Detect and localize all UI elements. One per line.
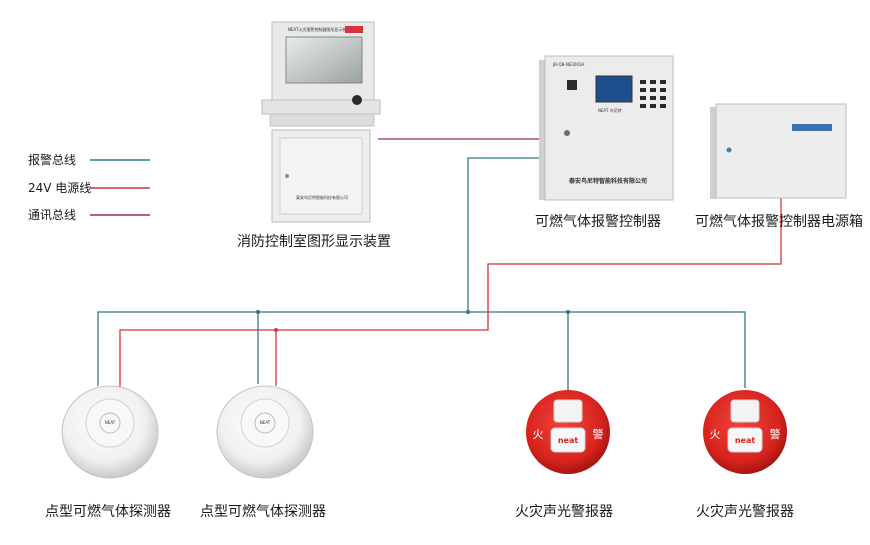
- keyboard-tray: [269, 113, 375, 127]
- alarm-char-right: 警: [770, 427, 781, 441]
- power-box-lock-icon: [726, 147, 732, 153]
- sound-light-alarm-2: 火 警 neat 火灾声光警报器: [696, 390, 794, 520]
- alarm-bus-trunk: [467, 157, 548, 312]
- alarm-label: 火灾声光警报器: [515, 503, 613, 520]
- power-box-housing: [715, 103, 847, 199]
- sound-light-alarm-1: 火 警 neat 火灾声光警报器: [515, 390, 613, 520]
- cabinet-door: [279, 137, 363, 215]
- alarm-bus-main: [97, 311, 746, 388]
- detector-brand-text: NEAT: [260, 420, 271, 425]
- controller-model-text: JB-QB-NE3003A: [552, 62, 585, 67]
- alarm-brand-text: neat: [558, 436, 579, 445]
- alarm-char-left: 火: [710, 428, 721, 441]
- alarm-char-right: 警: [593, 427, 604, 441]
- speaker-icon: [553, 399, 583, 423]
- controller-keypad: [640, 80, 666, 108]
- strobe-lens: [550, 427, 586, 453]
- gas-controller-label: 可燃气体报警控制器: [535, 213, 661, 230]
- legend-item-comm-bus: 通讯总线: [28, 208, 150, 222]
- power-box-side: [710, 107, 716, 199]
- power-line-main: [119, 198, 782, 388]
- legend-label: 24V 电源线: [28, 181, 91, 195]
- controller-side: [539, 60, 545, 200]
- console-desk: [261, 99, 381, 115]
- gas-alarm-controller: JB-QB-NE3003A NEAT 鸟尼特 泰安鸟尼特智能科技有限公司 可燃气…: [535, 55, 674, 230]
- junction-dot: [466, 310, 470, 314]
- legend-item-power-line: 24V 电源线: [28, 181, 150, 195]
- legend-label: 报警总线: [28, 152, 76, 167]
- alarm-brand-text: neat: [735, 436, 756, 445]
- controller-company-text: 泰安鸟尼特智能科技有限公司: [568, 177, 647, 185]
- joystick-icon: [352, 95, 362, 105]
- alarm-label: 火灾声光警报器: [696, 503, 794, 520]
- gas-detector-1: NEAT 点型可燃气体探测器: [45, 385, 171, 520]
- monitor-caption: NEAT火灾报警控制器图形显示装置: [288, 26, 350, 32]
- controller-lcd: [595, 75, 633, 103]
- legend-label: 通讯总线: [28, 208, 76, 222]
- wiring: [97, 138, 782, 390]
- detector-center: [240, 398, 290, 448]
- cabinet-company-text: 泰安鸟尼特智能科技有限公司: [296, 194, 348, 200]
- alarm-char-left: 火: [533, 428, 544, 441]
- controller-lock-icon: [564, 130, 570, 136]
- junction-dot: [256, 310, 260, 314]
- gas-detector-2: NEAT 点型可燃气体探测器: [200, 385, 326, 520]
- sensor-grille-icon: [99, 412, 121, 434]
- detector-label: 点型可燃气体探测器: [200, 503, 326, 520]
- graphic-display-console: NEAT火灾报警控制器图形显示装置 泰安鸟尼特智能科技有限公司 消防控制室图形显…: [237, 21, 391, 250]
- detector-label: 点型可燃气体探测器: [45, 503, 171, 520]
- door-lock-icon: [285, 174, 289, 178]
- strobe-lens: [727, 427, 763, 453]
- power-supply-box: 可燃气体报警控制器电源箱: [695, 103, 863, 230]
- legend: 报警总线 24V 电源线 通讯总线: [28, 152, 150, 222]
- legend-item-alarm-bus: 报警总线: [28, 152, 150, 167]
- graphic-display-label: 消防控制室图形显示装置: [237, 233, 391, 250]
- power-box-label: 可燃气体报警控制器电源箱: [695, 213, 863, 230]
- junction-dot: [274, 328, 278, 332]
- sensor-grille-icon: [254, 412, 276, 434]
- controller-brand-text: NEAT 鸟尼特: [598, 107, 622, 113]
- monitor-screen: [285, 36, 363, 84]
- detector-center: [85, 398, 135, 448]
- junction-dot: [566, 310, 570, 314]
- power-box-display: [792, 124, 832, 131]
- monitor-badge: [345, 26, 363, 33]
- detector-brand-text: NEAT: [105, 420, 116, 425]
- speaker-icon: [730, 399, 760, 423]
- printer-icon: [567, 80, 577, 90]
